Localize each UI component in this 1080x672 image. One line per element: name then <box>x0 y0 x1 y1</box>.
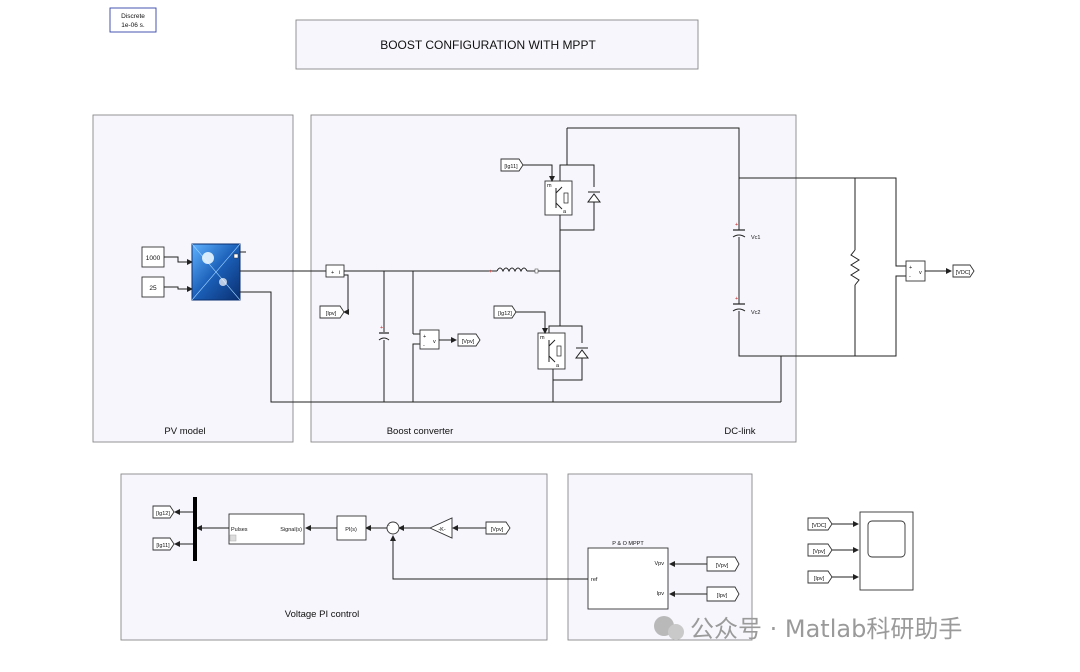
capacitor-vc1[interactable]: + Vc1 <box>732 222 760 241</box>
from-vpv-scope-label: [Vpv] <box>813 549 826 555</box>
input-capacitor[interactable]: + <box>378 271 390 402</box>
goto-ig11-tag[interactable]: [Ig11] <box>152 537 175 551</box>
vm1-plus: + <box>423 334 426 340</box>
vm1-out: v <box>433 339 436 345</box>
pwm-out-label: Signal(s) <box>280 527 302 533</box>
from-ipv-mppt-label: [Ipv] <box>717 593 728 599</box>
mppt-ref-port: ref <box>591 577 598 583</box>
vm2-out: v <box>919 270 922 276</box>
capacitor-vc2[interactable]: + Vc2 <box>732 296 760 316</box>
dc-link-label: DC-link <box>724 426 755 437</box>
from-vpv-mppt-label: [Vpv] <box>716 563 729 569</box>
sun-glare-icon <box>202 252 214 264</box>
powergui-line2: 1e-06 s. <box>121 22 145 29</box>
goto-vdc-label: [VDC] <box>956 270 971 276</box>
vc2-label: Vc2 <box>751 310 760 316</box>
pi-controller-block[interactable]: PI(s) <box>336 515 367 541</box>
mppt-title: P & O MPPT <box>612 541 644 547</box>
goto-vpv-tag[interactable]: [Vpv] <box>457 333 481 347</box>
from-vpv-pi-label: [Vpv] <box>491 527 504 533</box>
from-vdc-tag-scope[interactable]: [VDC] <box>807 517 833 531</box>
dc-voltage-measurement[interactable]: + - v <box>905 260 926 282</box>
irradiance-constant[interactable]: 1000 <box>141 246 165 268</box>
page-title: BOOST CONFIGURATION WITH MPPT <box>380 38 596 52</box>
watermark: 公众号 · Matlab科研助手 <box>654 615 962 643</box>
mppt-block[interactable]: P & O MPPT Vpv Ipv ref <box>587 541 669 610</box>
voltage-pi-label: Voltage PI control <box>285 609 359 620</box>
powergui-block[interactable]: Discrete 1e-06 s. <box>109 7 157 33</box>
vm2-plus: + <box>909 265 912 271</box>
vm2-minus: - <box>909 274 911 280</box>
gain-block[interactable]: -K- <box>428 517 453 539</box>
igbt-upper[interactable]: m a <box>544 180 573 216</box>
from-ig11-tag-upper[interactable]: [Ig11] <box>500 158 524 172</box>
svg-text:+: + <box>380 325 383 331</box>
svg-text:m: m <box>547 183 552 189</box>
from-ig12-tag[interactable]: [Ig12] <box>493 305 517 319</box>
gain-label: -K- <box>438 527 446 533</box>
pwm-in-label: Pulses <box>231 527 248 533</box>
from-vpv-tag-pi[interactable]: [Vpv] <box>485 521 511 535</box>
svg-text:a: a <box>563 209 567 215</box>
svg-text:m: m <box>540 335 545 341</box>
current-measurement-block[interactable]: + i <box>325 264 345 278</box>
pv-model-label: PV model <box>164 426 205 437</box>
demux-bar[interactable] <box>193 497 197 561</box>
sum-block[interactable]: - <box>386 521 400 535</box>
goto-ig11-label: [Ig11] <box>156 543 170 549</box>
watermark-text: 公众号 · Matlab科研助手 <box>690 615 962 643</box>
svg-text:a: a <box>556 363 560 369</box>
irradiance-value: 1000 <box>146 255 161 262</box>
boost-converter-label: Boost converter <box>387 426 454 437</box>
scope-block[interactable] <box>859 511 914 591</box>
area-voltage-pi-control[interactable] <box>120 473 548 641</box>
goto-ipv-label: [Ipv] <box>326 311 337 317</box>
svg-text:i: i <box>339 270 340 276</box>
input-voltage-measurement[interactable]: + - v <box>419 329 440 350</box>
temperature-value: 25 <box>149 285 157 292</box>
igbt-lower[interactable]: m a <box>537 332 566 370</box>
from-ipv-tag-mppt[interactable]: [Ipv] <box>706 586 740 602</box>
from-ipv-tag-scope[interactable]: [Ipv] <box>807 570 833 584</box>
goto-ig12-label: [Ig12] <box>156 511 170 517</box>
svg-text:+: + <box>489 269 492 275</box>
pv-array-block[interactable] <box>191 243 241 301</box>
from-ig11-label: [Ig11] <box>504 164 518 170</box>
mppt-ipv-port: Ipv <box>657 591 665 597</box>
svg-text:-: - <box>388 523 390 529</box>
powergui-line1: Discrete <box>121 13 145 20</box>
goto-vdc-tag[interactable]: [VDC] <box>952 264 975 278</box>
from-ipv-scope-label: [Ipv] <box>814 576 825 582</box>
from-vpv-tag-mppt[interactable]: [Vpv] <box>706 556 740 572</box>
vc1-label: Vc1 <box>751 235 760 241</box>
svg-text:+: + <box>331 270 334 276</box>
from-vdc-scope-label: [VDC] <box>812 523 827 529</box>
svg-text:+: + <box>735 296 738 302</box>
scope-screen-icon <box>867 520 906 558</box>
goto-ig12-tag[interactable]: [Ig12] <box>152 505 175 519</box>
load-resistor[interactable] <box>850 249 860 286</box>
goto-vpv-label: [Vpv] <box>462 339 475 345</box>
mppt-vpv-port: Vpv <box>655 561 665 567</box>
title-annotation[interactable]: BOOST CONFIGURATION WITH MPPT <box>295 19 699 70</box>
from-vpv-tag-scope[interactable]: [Vpv] <box>807 543 833 557</box>
from-ig12-label: [Ig12] <box>498 311 512 317</box>
goto-ipv-tag[interactable]: [Ipv] <box>319 305 345 319</box>
svg-text:+: + <box>735 222 738 228</box>
pwm-generator-block[interactable]: Pulses Signal(s) <box>228 513 305 545</box>
temperature-constant[interactable]: 25 <box>141 276 165 298</box>
vm1-minus: - <box>423 343 425 349</box>
pi-label: PI(s) <box>345 527 357 533</box>
inductor[interactable]: + <box>489 267 528 275</box>
